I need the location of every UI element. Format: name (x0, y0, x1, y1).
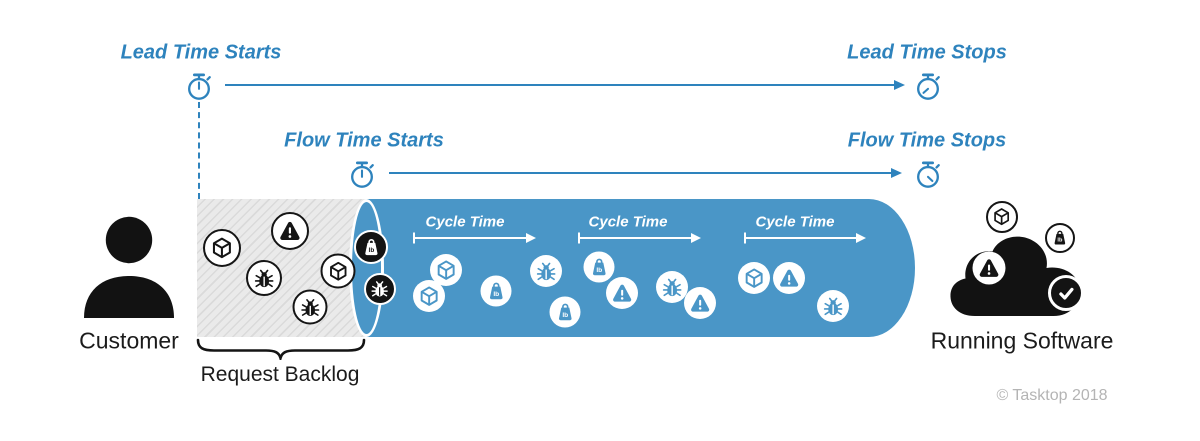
cycle-time-label-2: Cycle Time (588, 213, 668, 231)
stopwatch-lead-start-icon (184, 70, 215, 103)
cycle-time-label-1: Cycle Time (425, 213, 505, 231)
pipe-mouth (349, 199, 384, 337)
stopwatch-flow-start-icon (347, 158, 378, 191)
flow-time-arrow (389, 172, 891, 175)
lead-time-arrow (225, 84, 894, 87)
lead-time-stops-label: Lead Time Stops (847, 41, 1007, 64)
request-backlog-area (197, 199, 369, 337)
request-backlog-label: Request Backlog (200, 363, 360, 386)
cycle-time-arrow-1 (413, 237, 526, 240)
stopwatch-lead-stop-icon (913, 70, 944, 103)
flow-time-starts-label: Flow Time Starts (284, 129, 444, 152)
flow-time-stops-label: Flow Time Stops (847, 129, 1007, 152)
lead-start-connector (198, 102, 200, 199)
cycle-time-arrow-2 (578, 237, 691, 240)
lead-time-starts-label: Lead Time Starts (120, 41, 282, 64)
cloud-icon (948, 230, 1082, 316)
backlog-brace (196, 338, 366, 360)
customer-label: Customer (79, 327, 179, 354)
stopwatch-flow-stop-icon (913, 158, 944, 191)
running-software-label: Running Software (930, 327, 1114, 354)
package-icon (986, 201, 1018, 233)
customer-icon (81, 216, 177, 320)
copyright-text: © Tasktop 2018 (996, 387, 1108, 404)
cycle-time-arrow-3 (744, 237, 856, 240)
cycle-time-label-3: Cycle Time (755, 213, 835, 231)
